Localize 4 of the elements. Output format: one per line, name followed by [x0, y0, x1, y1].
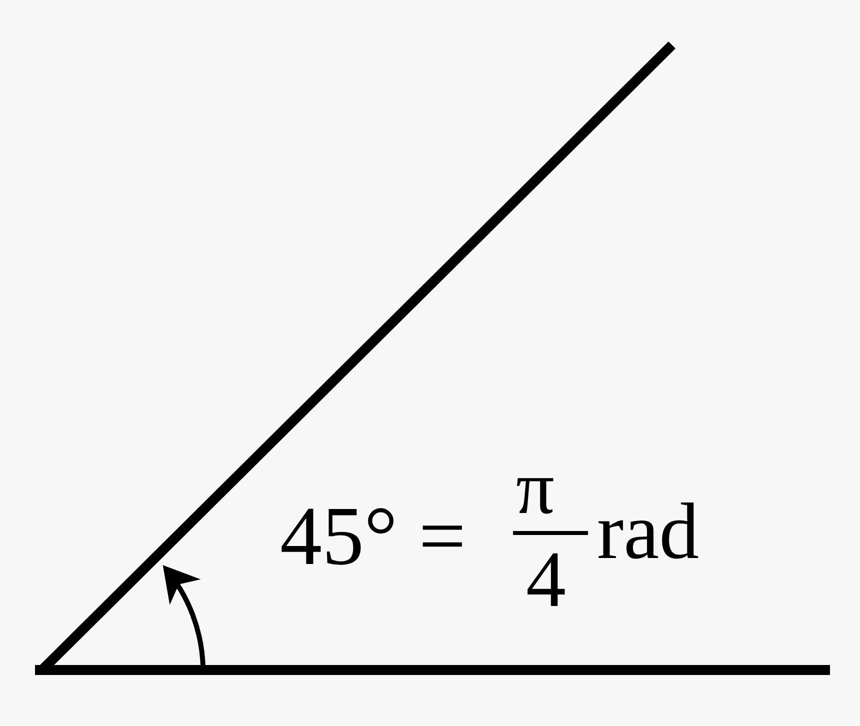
unit-label: rad	[597, 492, 700, 572]
fraction-denominator: 4	[526, 540, 566, 620]
fraction-numerator: π	[516, 450, 554, 526]
angle-value: 45° =	[280, 495, 466, 579]
